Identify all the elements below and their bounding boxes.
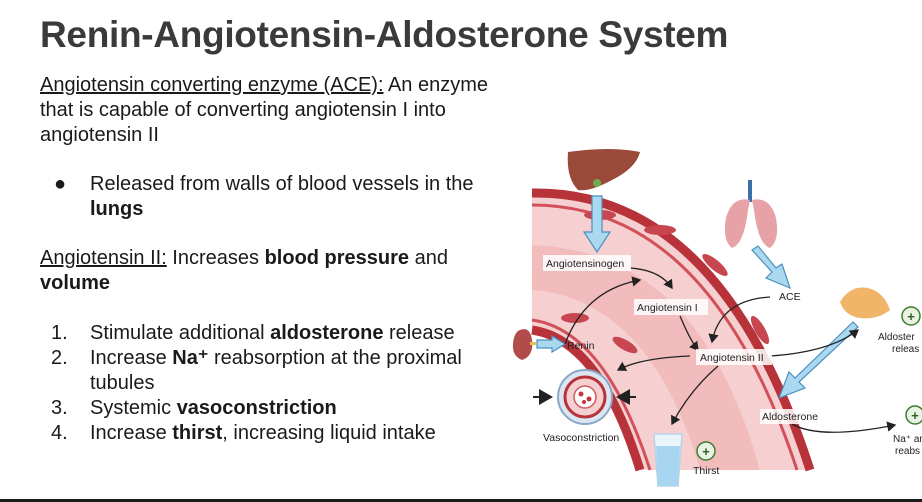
ace-term: Angiotensin converting enzyme (ACE): (40, 74, 384, 96)
effect-num: 1. (51, 322, 68, 344)
raas-diagram: + + + Angiotensinogen Angiotensin I ACE … (512, 149, 922, 487)
label-aldosterone: Aldosterone (762, 411, 818, 423)
bottom-rule (0, 499, 922, 502)
bullet-line1: Released from walls of blood vessels in … (90, 173, 474, 195)
label-angiotensin-1: Angiotensin I (637, 302, 698, 314)
ace-definition: Angiotensin converting enzyme (ACE): An … (40, 73, 560, 148)
flow-arrow (629, 267, 673, 290)
label-aldosterone-release-1: Aldoster (878, 332, 915, 343)
plus-icon: + (901, 306, 921, 326)
ace-def-line1: An enzyme (383, 74, 489, 96)
angiotensin2-definition: Angiotensin II: Increases blood pressure… (40, 246, 530, 296)
flow-arrow (708, 296, 771, 344)
effect-bold: thirst (172, 422, 223, 444)
plus-label: + (702, 444, 710, 459)
effect-num: 4. (51, 422, 68, 444)
liver-icon (567, 149, 640, 191)
effect-pre: Increase (90, 347, 173, 369)
lungs-icon (724, 180, 778, 248)
label-vasoconstriction: Vasoconstriction (543, 432, 619, 444)
effect-pre: Increase (90, 422, 173, 444)
flow-arrow (564, 276, 642, 345)
bullet-marker: ● (54, 173, 67, 195)
effect-post: reabsorption at the proximal (208, 347, 462, 369)
effect-bold: vasoconstriction (176, 397, 337, 419)
slide-title: Renin-Angiotensin-Aldosterone System (40, 14, 729, 55)
kidney-arrow-icon (536, 334, 567, 354)
label-aldosterone-release-2: releas (892, 344, 919, 355)
effect-pre: Stimulate additional (90, 322, 271, 344)
label-na-reabsorption-2: reabs (895, 446, 920, 457)
effect-num: 2. (51, 347, 68, 369)
ang2-text2: and (409, 247, 448, 269)
plus-label: + (907, 309, 915, 324)
effect-bold: Na⁺ (172, 347, 209, 369)
flow-arrow (791, 421, 897, 433)
effect-cont: tubules (90, 372, 155, 394)
flow-arrow (616, 355, 691, 371)
effect-bold: aldosterone (270, 322, 384, 344)
ang2-term: Angiotensin II: (40, 247, 167, 269)
aldosterone-arrow-icon (777, 321, 859, 400)
effect-num: 3. (51, 397, 68, 419)
kidney-icon (512, 329, 536, 360)
label-na-reabsorption-1: Na⁺ an (893, 434, 922, 445)
lungs-bullet: ● Released from walls of blood vessels i… (40, 172, 530, 222)
ang2-bold1: blood pressure (264, 247, 410, 269)
liver-arrow-icon (582, 195, 612, 254)
label-angiotensinogen: Angiotensinogen (546, 258, 624, 270)
adrenal-gland-icon (840, 287, 890, 319)
ace-def-line2: that is capable of converting angiotensi… (40, 99, 446, 121)
ace-def-line3: angiotensin II (40, 124, 159, 146)
blood-vessel (531, 188, 815, 472)
flow-arrow (671, 365, 719, 426)
ang2-text1: Increases (166, 247, 265, 269)
bullet-line2: lungs (90, 198, 144, 220)
flow-arrow (769, 329, 860, 357)
label-thirst: Thirst (693, 465, 719, 477)
vessel-cross-section-icon (533, 369, 636, 425)
label-ace: ACE (779, 291, 801, 303)
effect-post: release (383, 322, 455, 344)
effect-pre: Systemic (90, 397, 177, 419)
lungs-arrow-icon (751, 245, 791, 290)
label-renin: Renin (567, 340, 595, 352)
flow-arrow (679, 315, 699, 352)
plus-label: + (911, 408, 919, 423)
effect-post: , increasing liquid intake (222, 422, 436, 444)
ang2-bold2: volume (40, 272, 111, 294)
water-glass-icon (653, 433, 683, 487)
label-angiotensin-2: Angiotensin II (700, 352, 764, 364)
plus-icon: + (905, 405, 922, 425)
plus-icon: + (696, 441, 716, 461)
